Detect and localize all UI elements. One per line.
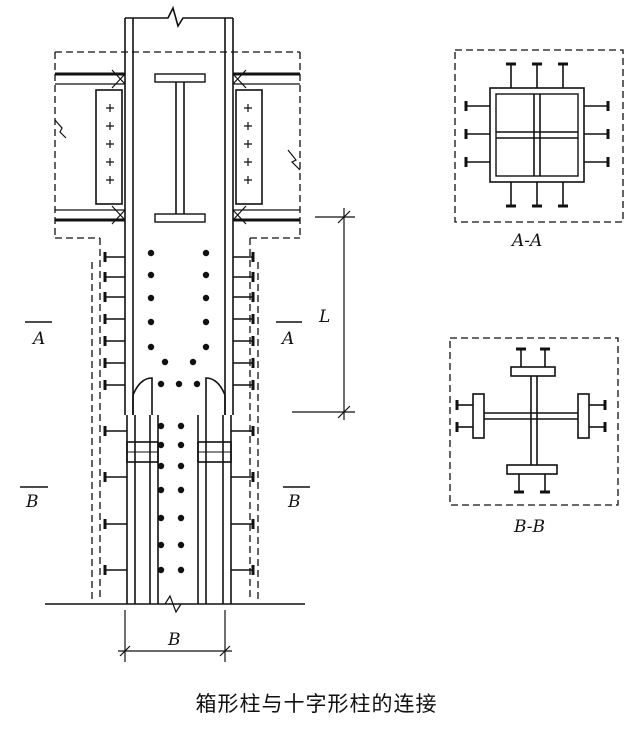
label-section-a-right: A — [280, 329, 294, 349]
label-section-a-left: A — [31, 329, 45, 349]
label-section-aa: A-A — [510, 231, 542, 251]
fill-dot — [177, 486, 185, 494]
fill-dot — [157, 462, 165, 470]
internal-h-section — [154, 73, 206, 223]
fill-dot — [177, 566, 185, 574]
splice-bolts — [106, 104, 252, 184]
fill-dot — [177, 462, 185, 470]
b-dimension — [118, 610, 232, 662]
left-shear-studs — [103, 252, 127, 575]
label-width-b: B — [167, 630, 181, 650]
section-bb-drawing — [449, 337, 619, 506]
section-marks — [20, 321, 310, 488]
label-section-bb: B-B — [513, 517, 545, 537]
section-bb-studs — [455, 347, 607, 494]
section-aa-drawing — [454, 49, 624, 223]
fill-dot — [157, 380, 165, 388]
fill-dot — [147, 271, 155, 279]
fill-dot — [177, 541, 185, 549]
fill-dot — [147, 343, 155, 351]
section-aa-outline — [454, 49, 624, 223]
label-length-l: L — [318, 307, 330, 327]
concrete-outline — [54, 51, 301, 600]
beam-haunches — [111, 69, 247, 225]
fill-dot — [177, 422, 185, 430]
section-bb-outline — [449, 337, 619, 506]
fill-dot — [157, 486, 165, 494]
section-aa-studs — [464, 62, 610, 208]
fill-dot — [157, 514, 165, 522]
l-dimension — [292, 208, 355, 420]
main-elevation — [20, 5, 355, 662]
right-splice-plate — [235, 89, 263, 205]
fill-dot — [202, 343, 210, 351]
left-beam — [54, 72, 125, 222]
fill-dot — [157, 422, 165, 430]
fill-dot — [202, 318, 210, 326]
fill-dot — [175, 380, 183, 388]
fill-dot — [202, 249, 210, 257]
fill-dot — [202, 271, 210, 279]
box-column — [124, 5, 234, 415]
fill-dot — [157, 541, 165, 549]
fill-dot — [157, 566, 165, 574]
label-section-b-left: B — [25, 492, 39, 512]
left-splice-plate — [95, 89, 123, 205]
cross-column — [126, 415, 232, 614]
fill-dot — [147, 318, 155, 326]
fill-dot — [177, 514, 185, 522]
fill-dot — [202, 294, 210, 302]
label-section-b-right: B — [287, 492, 301, 512]
drawing-labels: A A B B L B A-A B-B — [25, 231, 545, 650]
figure-caption: 箱形柱与十字形柱的连接 — [195, 692, 438, 716]
fill-dot — [177, 441, 185, 449]
fill-dot — [161, 358, 169, 366]
fill-dot — [189, 358, 197, 366]
fill-dot — [147, 249, 155, 257]
fill-dot — [157, 441, 165, 449]
fill-dot — [147, 294, 155, 302]
right-beam — [233, 72, 301, 222]
concrete-fill-dots — [147, 249, 210, 574]
right-shear-studs — [231, 252, 255, 575]
fill-dot — [193, 380, 201, 388]
